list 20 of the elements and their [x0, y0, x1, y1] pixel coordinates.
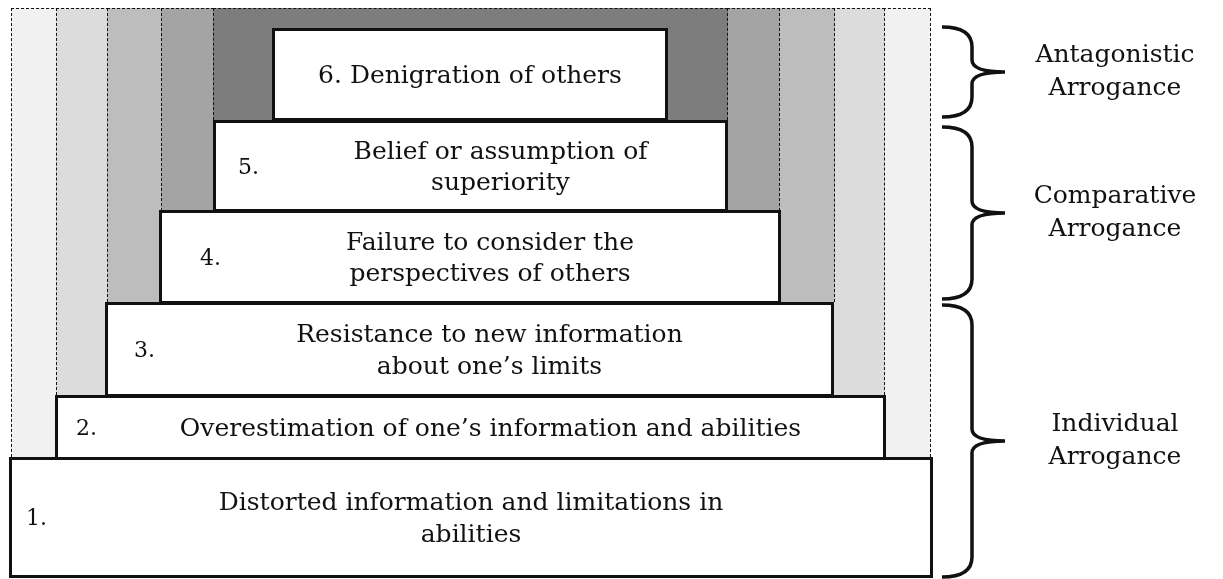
step-number: 2. — [76, 415, 97, 440]
group-label: Antagonistic Arrogance — [1034, 38, 1196, 103]
step-box — [213, 120, 728, 212]
step-box — [55, 395, 886, 460]
step-text: Failure to consider the perspectives of others — [345, 225, 635, 289]
step-text: Resistance to new information about one’s limits — [295, 318, 684, 381]
step-number: 4. — [200, 244, 221, 270]
step-number: 3. — [134, 337, 155, 362]
step-box — [105, 302, 834, 397]
step-number: 5. — [238, 153, 259, 179]
step-text: Belief or assumption of superiority — [352, 134, 650, 198]
step-box — [9, 457, 933, 578]
step-text: Overestimation of one’s information and abilities — [179, 411, 802, 444]
step-text: Distorted information and limitations in abilities — [217, 486, 725, 549]
group-label: Comparative Arrogance — [1032, 179, 1198, 244]
step-box — [159, 210, 781, 304]
step-number: 1. — [26, 505, 47, 530]
group-label: Individual Arrogance — [1047, 407, 1183, 472]
step-box — [272, 28, 668, 121]
step-text: 6. Denigration of others — [318, 58, 622, 91]
